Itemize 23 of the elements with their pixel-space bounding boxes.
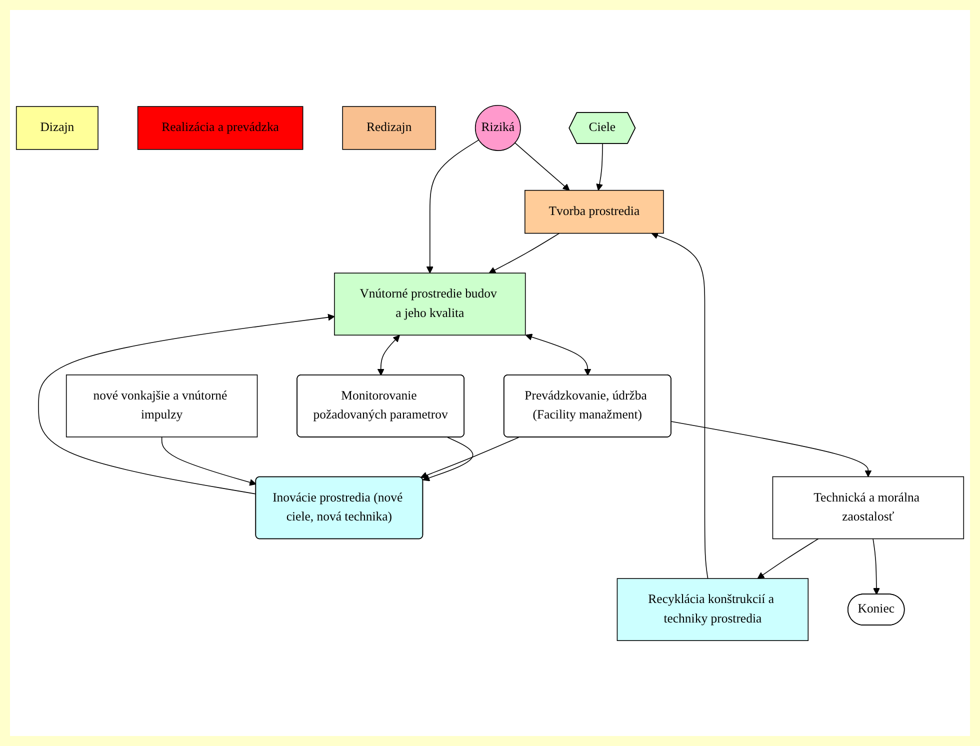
arrow	[514, 142, 570, 191]
node-box: Technická a morálna zaostalosť	[772, 476, 964, 540]
arrow	[426, 140, 480, 274]
arrow	[161, 436, 256, 486]
arrow	[377, 335, 400, 376]
arrow	[670, 421, 872, 478]
node-box: nové vonkajšie a vnútorné impulzy	[66, 374, 258, 438]
arrow	[872, 538, 880, 595]
node-circle: Riziká	[474, 105, 521, 151]
arrow	[420, 436, 520, 478]
arrow	[596, 144, 603, 191]
node-box: Dizajn	[16, 106, 98, 150]
node-box: Realizácia a prevádzka	[137, 106, 304, 150]
arrow	[651, 232, 708, 579]
node-box: Tvorba prostredia	[524, 190, 664, 234]
arrow	[422, 436, 474, 482]
arrow	[757, 538, 819, 579]
arrow	[488, 232, 560, 274]
node-box: Redizajn	[342, 106, 436, 150]
node-box: Vnútorné prostredie budov a jeho kvalita	[334, 272, 526, 336]
arrow	[525, 334, 592, 376]
node-box: Recyklácia konštrukcií a techniky prostredia	[616, 578, 809, 641]
arrow	[38, 314, 335, 494]
